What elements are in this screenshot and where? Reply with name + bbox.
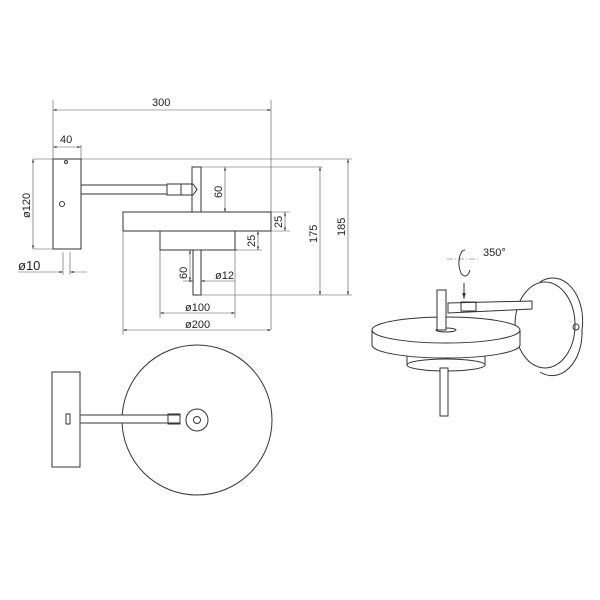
dim-60-top: 60	[213, 186, 225, 198]
dim-185: 185	[336, 218, 348, 236]
dim-25-lower: 25	[246, 235, 258, 247]
dim-120: ø120	[21, 193, 33, 218]
dim-10: ø10	[18, 258, 40, 273]
perspective-view: 350°	[371, 247, 584, 417]
side-view: 300 40 ø120 ø10 60 25 25 175 185 60 ø12 …	[18, 97, 352, 335]
wall-plate	[52, 158, 82, 250]
top-view	[51, 344, 273, 496]
dim-40: 40	[60, 134, 72, 146]
dim-60-rod: 60	[178, 267, 190, 279]
lower-disk	[159, 230, 236, 251]
dim-300: 300	[152, 97, 170, 109]
dim-175: 175	[308, 225, 320, 243]
rod	[192, 249, 202, 296]
dim-100: ø100	[185, 302, 210, 314]
arm	[80, 184, 168, 195]
rotate-icon	[458, 249, 471, 277]
dim-25-disk: 25	[273, 216, 285, 228]
dim-200: ø200	[185, 319, 210, 331]
disk	[122, 211, 272, 232]
rotation-label: 350°	[483, 247, 506, 259]
dim-12: ø12	[215, 270, 234, 282]
